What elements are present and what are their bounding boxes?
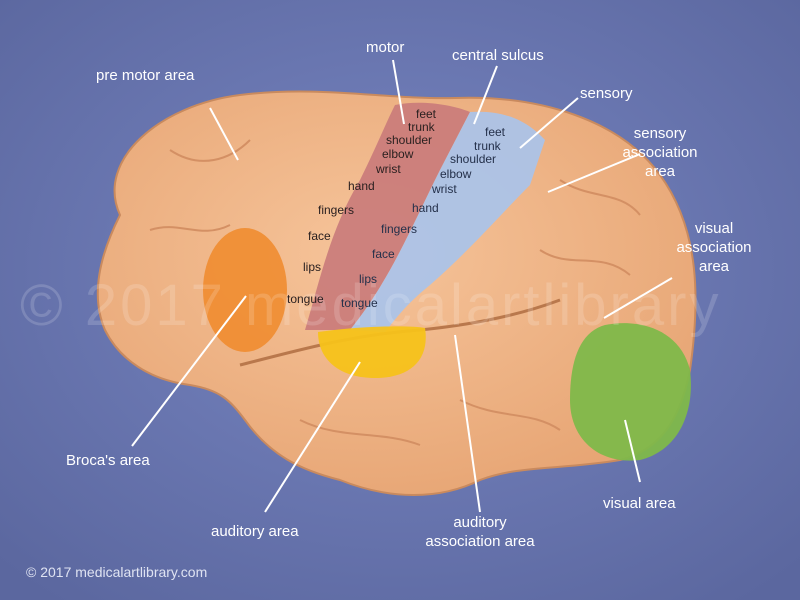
sensory-label-face: face — [372, 247, 395, 261]
sensory-label-feet: feet — [485, 125, 506, 139]
sensory-association-label-line1: sensory — [634, 125, 687, 142]
brocas-area-region — [203, 228, 287, 352]
motor-label-elbow: elbow — [382, 147, 414, 161]
sensory-label-lips: lips — [359, 272, 377, 286]
gyrus-line — [169, 139, 251, 162]
visual-area-region — [570, 323, 691, 461]
visual-area-leader — [624, 419, 641, 483]
copyright-notice: © 2017 medicalartlibrary.com — [26, 564, 207, 580]
sensory-label-wrist: wrist — [431, 182, 457, 196]
gyrus-line — [559, 179, 641, 216]
brocas-area-label: Broca's area — [66, 452, 150, 469]
motor-label-fingers: fingers — [318, 203, 354, 217]
pre-motor-area-label: pre motor area — [96, 67, 195, 84]
visual-area-label: visual area — [603, 495, 676, 512]
region-labels: pre motor area motor central sulcus sens… — [66, 39, 752, 550]
sensory-association-leader — [547, 153, 641, 193]
pre-motor-leader — [209, 107, 239, 161]
motor-label-tongue: tongue — [287, 292, 324, 306]
motor-label-face: face — [308, 229, 331, 243]
auditory-area-label: auditory area — [211, 523, 299, 540]
central-sulcus-label: central sulcus — [452, 47, 544, 64]
watermark: © 2017 medicalartlibrary — [20, 273, 721, 338]
sensory-strip-labels: feet trunk shoulder elbow wrist hand fin… — [341, 125, 506, 310]
brocas-area-leader — [131, 295, 247, 447]
visual-association-label-line3: area — [699, 258, 730, 275]
auditory-association-leader — [454, 334, 481, 513]
sensory-label-hand: hand — [412, 201, 439, 215]
visual-association-label-line2: association — [676, 239, 751, 256]
sensory-label-trunk: trunk — [474, 139, 502, 153]
motor-label-lips: lips — [303, 260, 321, 274]
gyrus-line — [299, 419, 421, 446]
auditory-association-label-line1: auditory — [453, 514, 507, 531]
auditory-area-region — [318, 326, 426, 378]
sensory-label-shoulder: shoulder — [450, 152, 496, 166]
central-sulcus-leader — [473, 65, 498, 125]
gyrus-line — [149, 224, 231, 232]
motor-strip-labels: feet trunk shoulder elbow wrist hand fin… — [287, 107, 437, 306]
sensory-label: sensory — [580, 85, 633, 102]
motor-label-hand: hand — [348, 179, 375, 193]
visual-association-label-line1: visual — [695, 220, 733, 237]
sensory-label-fingers: fingers — [381, 222, 417, 236]
motor-label-shoulder: shoulder — [386, 133, 432, 147]
gyrus-line — [539, 249, 631, 276]
sensory-cortex — [350, 111, 545, 332]
motor-label-feet: feet — [416, 107, 437, 121]
sensory-association-label-line2: association — [622, 144, 697, 161]
gyrus-line — [459, 399, 561, 431]
visual-association-leader — [603, 277, 673, 319]
auditory-area-leader — [264, 361, 361, 513]
motor-label-trunk: trunk — [408, 120, 436, 134]
auditory-association-label-line2: association area — [425, 533, 535, 550]
motor-leader — [392, 59, 405, 125]
sensory-label-elbow: elbow — [440, 167, 472, 181]
sensory-label-tongue: tongue — [341, 296, 378, 310]
leader-lines — [131, 59, 673, 513]
motor-label: motor — [366, 39, 404, 56]
sensory-association-label-line3: area — [645, 163, 676, 180]
motor-label-wrist: wrist — [375, 162, 401, 176]
motor-cortex — [305, 102, 470, 331]
sensory-leader — [519, 97, 579, 149]
